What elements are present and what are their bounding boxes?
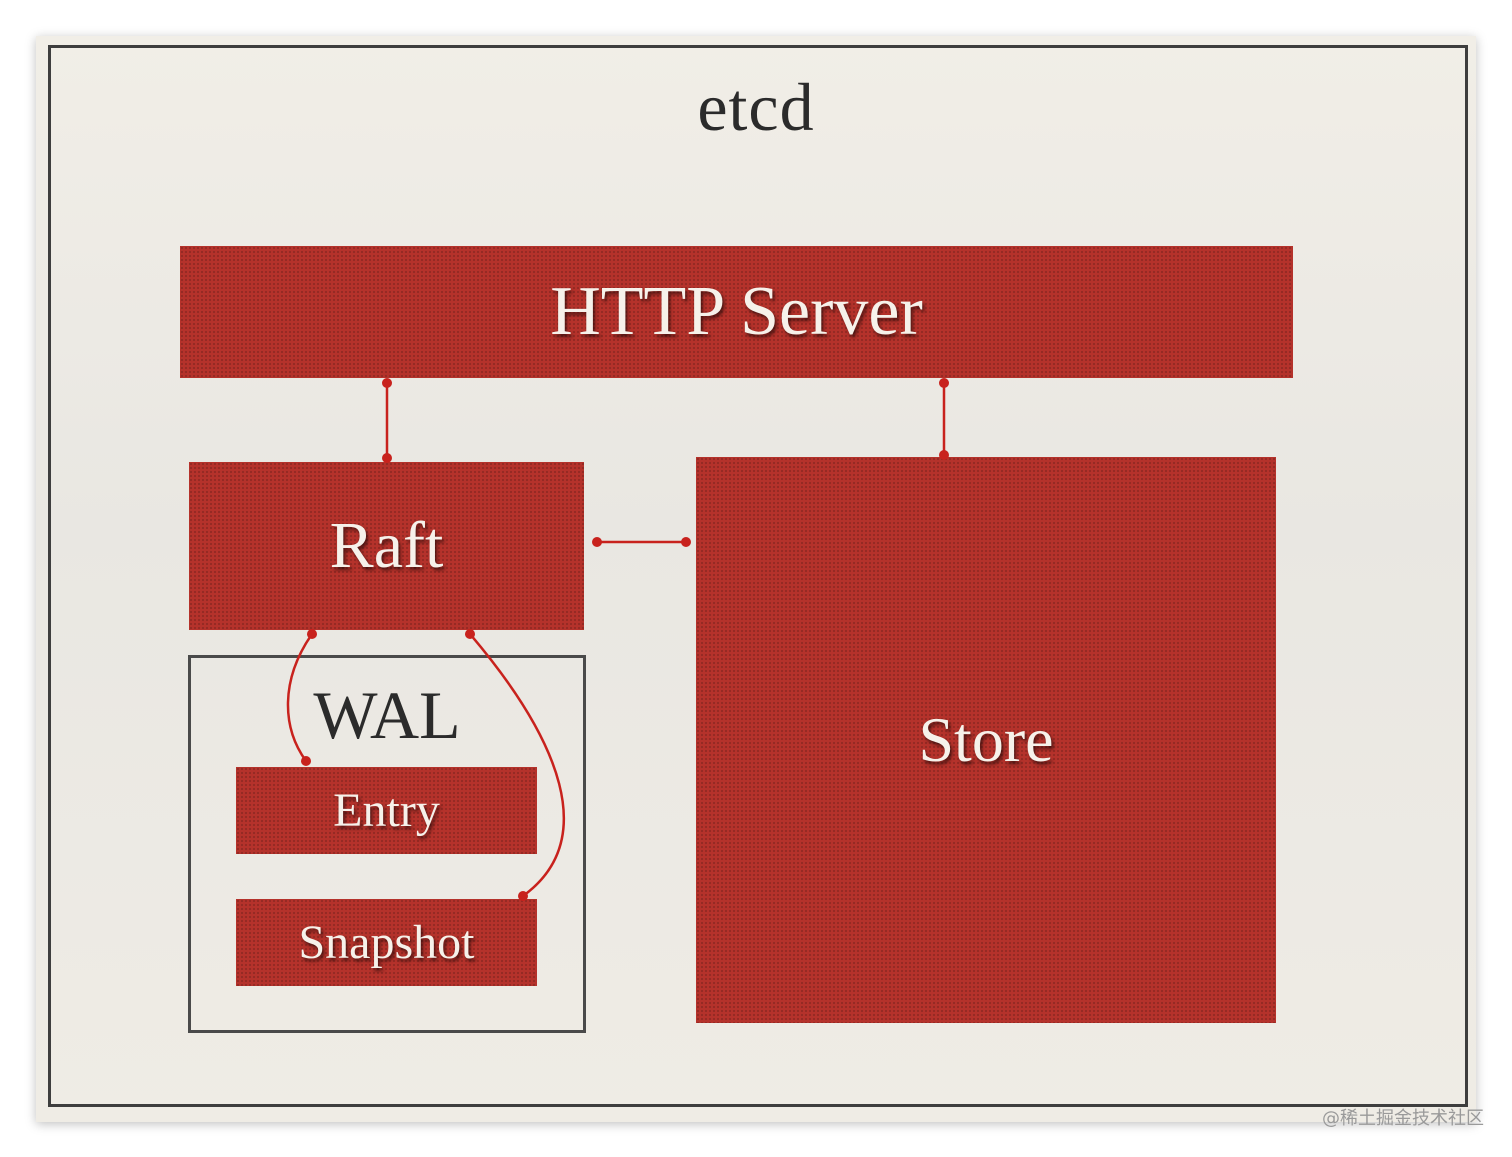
snapshot-box: Snapshot bbox=[236, 899, 537, 986]
connector-dot bbox=[307, 629, 317, 639]
wal-label: WAL bbox=[313, 677, 461, 753]
connector-dot bbox=[382, 378, 392, 388]
connector-dot bbox=[301, 756, 311, 766]
connector-dot bbox=[518, 891, 528, 901]
connector-dot bbox=[382, 453, 392, 463]
watermark: @稀土掘金技术社区 bbox=[1322, 1108, 1484, 1129]
connector-dot bbox=[939, 450, 949, 460]
http-server-label: HTTP Server bbox=[550, 273, 923, 350]
raft-label: Raft bbox=[329, 509, 444, 582]
diagram-title: etcd bbox=[697, 69, 815, 145]
connector-dot bbox=[939, 378, 949, 388]
etcd-outer-frame bbox=[48, 45, 1468, 1107]
snapshot-label: Snapshot bbox=[298, 916, 475, 969]
store-box: Store bbox=[696, 457, 1276, 1023]
wal-box bbox=[188, 655, 586, 1033]
connector-dot bbox=[592, 537, 602, 547]
store-label: Store bbox=[918, 704, 1054, 775]
connector-dot bbox=[465, 629, 475, 639]
entry-label: Entry bbox=[333, 784, 440, 837]
entry-box: Entry bbox=[236, 767, 537, 854]
connector-raft-entry bbox=[286, 633, 314, 762]
connector-dot bbox=[681, 537, 691, 547]
connector-raft-snapshot bbox=[469, 633, 566, 898]
raft-box: Raft bbox=[189, 462, 584, 630]
http-server-box: HTTP Server bbox=[180, 246, 1293, 378]
